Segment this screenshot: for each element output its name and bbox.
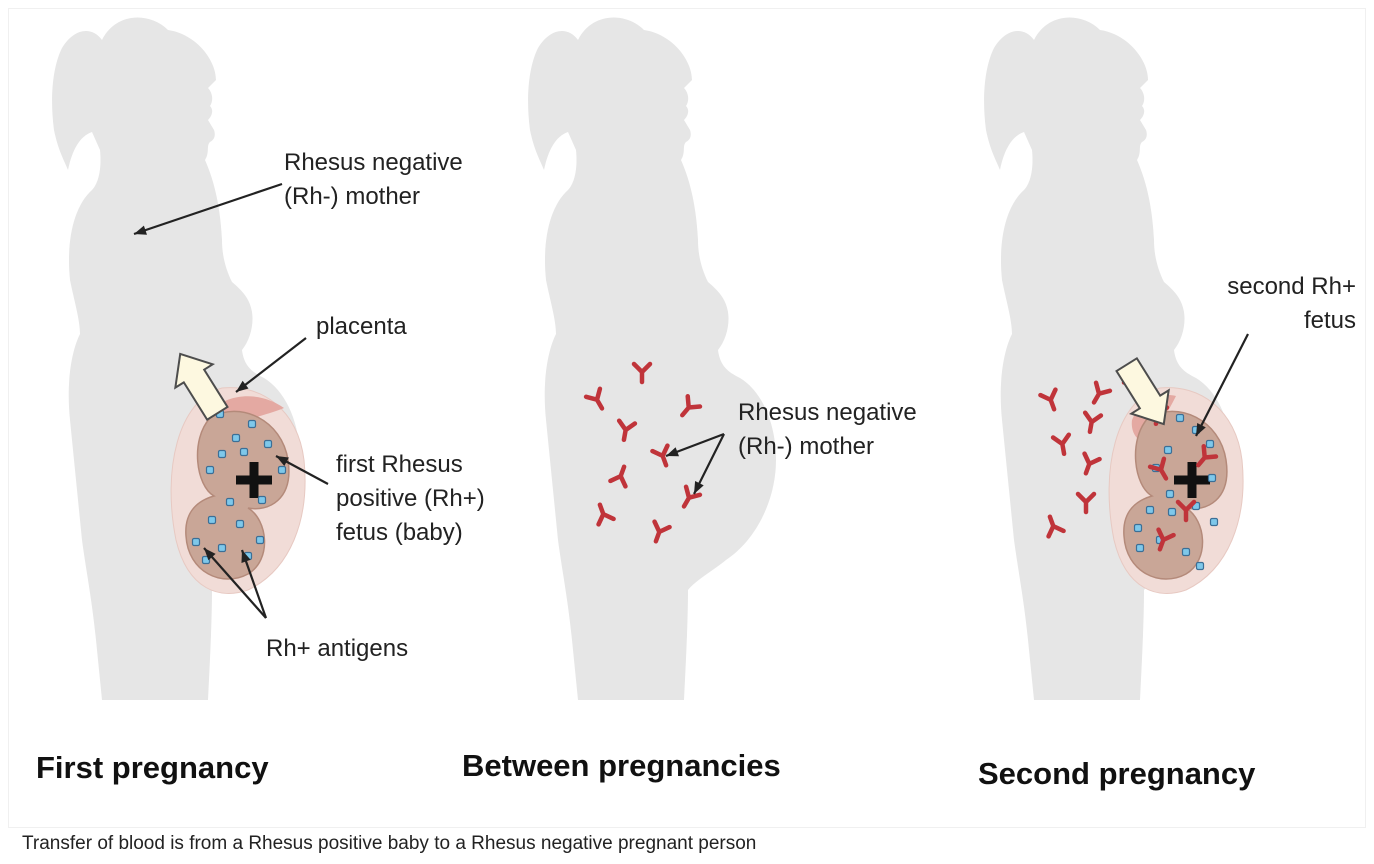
antigen-dot [1165,447,1172,454]
antigen-dot [1177,415,1184,422]
antigen-dot [249,421,256,428]
antigen-dot [1197,563,1204,570]
antigen-dot [219,451,226,458]
label-mother-line1: Rhesus negative [284,149,463,176]
antigen-dot [1169,509,1176,516]
antigen-dot [1207,441,1214,448]
label-antigens: Rh+ antigens [266,635,408,662]
panel-between-pregnancies: Rhesus negative (Rh-) mother Between pre… [462,18,917,783]
mother-silhouette [528,18,776,700]
caption: Transfer of blood is from a Rhesus posit… [22,833,756,855]
antigen-dot [237,521,244,528]
antigen-dot [233,435,240,442]
antigen-dot [1135,525,1142,532]
antigen-dot [241,449,248,456]
label-fetus-line2: positive (Rh+) [336,485,485,512]
antigen-dot [1183,549,1190,556]
label-fetus-line1: first Rhesus [336,451,463,478]
antigen-dot [1147,507,1154,514]
mother-silhouette [984,18,1232,700]
panel-first-pregnancy: Rhesus negative (Rh-) mother placenta fi… [36,18,485,785]
antigen-dot [219,545,226,552]
antigen-dot [207,467,214,474]
antigen-dot [1137,545,1144,552]
antigen-dot [257,537,264,544]
title-first-pregnancy: First pregnancy [36,750,269,785]
antigen-dot [227,499,234,506]
mother-silhouette [52,18,300,700]
label-mother-line1: Rhesus negative [738,399,917,426]
label-mother-line2: (Rh-) mother [284,183,420,210]
panel-second-pregnancy: second Rh+ fetus Second pregnancy [978,18,1356,791]
label-fetus-line2: fetus [1304,307,1356,334]
antigen-dot [279,467,286,474]
antigen-dot [1209,475,1216,482]
antigen-dot [1211,519,1218,526]
title-second-pregnancy: Second pregnancy [978,756,1256,791]
label-fetus-line3: fetus (baby) [336,519,463,546]
antigen-dot [1167,491,1174,498]
antigen-dot [209,517,216,524]
title-between-pregnancies: Between pregnancies [462,748,781,783]
label-placenta: placenta [316,313,407,340]
antigen-dot [193,539,200,546]
label-mother-line2: (Rh-) mother [738,433,874,460]
antigen-dot [265,441,272,448]
antigen-dot [259,497,266,504]
label-fetus-line1: second Rh+ [1227,273,1356,300]
